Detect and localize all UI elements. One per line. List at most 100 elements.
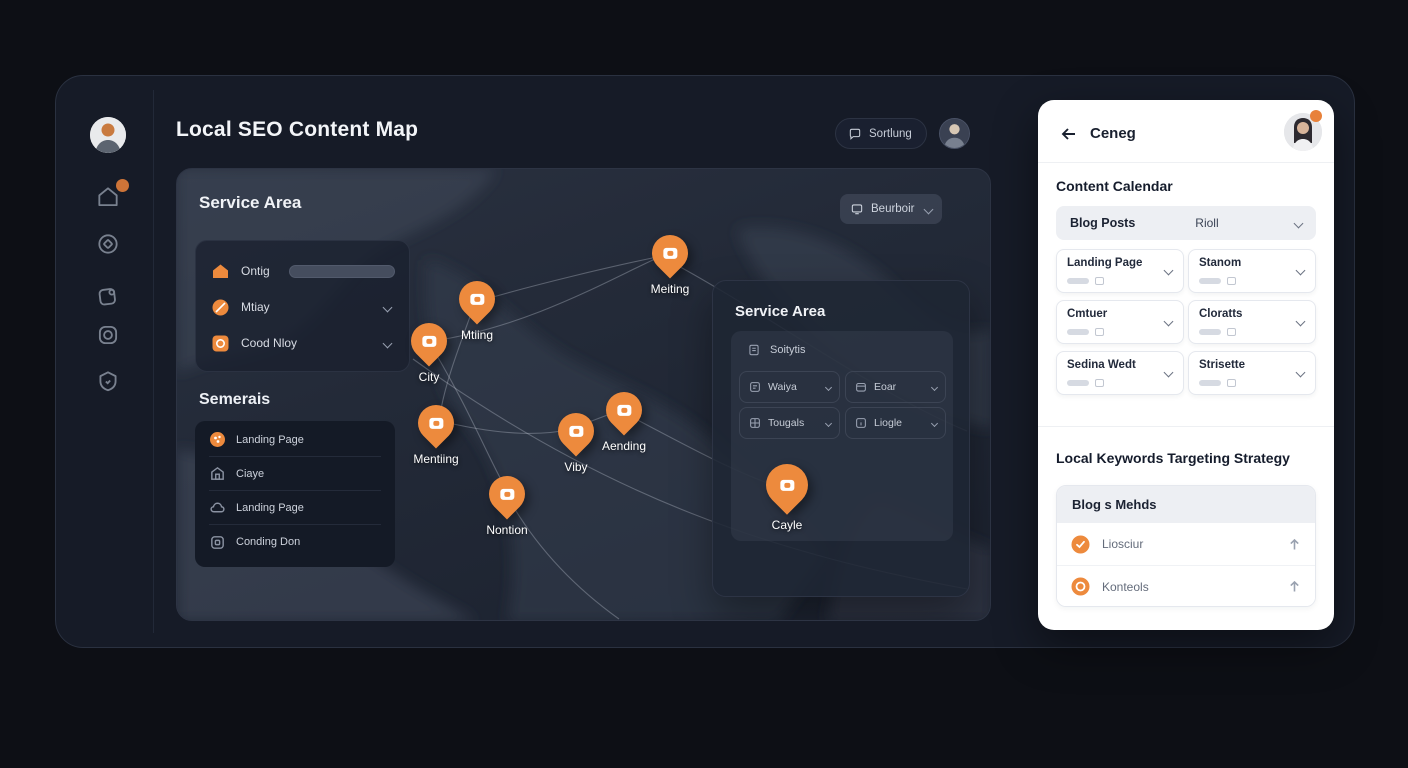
- calendar-card[interactable]: Cloratts: [1188, 300, 1316, 344]
- calendar-card[interactable]: Landing Page: [1056, 249, 1184, 293]
- building-icon: [747, 343, 761, 357]
- rail-divider: [153, 90, 154, 633]
- map-pin-mentiing[interactable]: Mentiing: [410, 397, 462, 466]
- notification-dot: [116, 179, 129, 192]
- service-dropdown-tougals[interactable]: Tougals: [739, 407, 840, 439]
- target-icon: [98, 234, 118, 254]
- meta-icon: [1227, 277, 1236, 285]
- sortlung-button-label: Sortlung: [869, 127, 912, 140]
- legend-row[interactable]: Mtiay: [210, 289, 395, 325]
- chevron-down-icon: [1295, 367, 1306, 378]
- calendar-card-meta: [1067, 277, 1104, 285]
- pie-icon: [210, 297, 231, 318]
- pin-glyph-icon: [663, 247, 677, 259]
- map-dropdown[interactable]: Beurboir: [840, 194, 942, 224]
- keyword-row[interactable]: Konteols: [1057, 565, 1315, 606]
- service-dropdown-liogle[interactable]: Liogle: [845, 407, 946, 439]
- sidebar-item-shield[interactable]: [95, 368, 121, 394]
- calendar-header-row[interactable]: Blog Posts Rioll: [1056, 206, 1316, 240]
- avatar[interactable]: [90, 117, 126, 153]
- keyword-row[interactable]: Liosciur: [1057, 523, 1315, 565]
- sidebar-item-camera[interactable]: [95, 322, 121, 348]
- pin-head: [451, 273, 503, 325]
- map-pin-city[interactable]: City: [403, 315, 455, 384]
- calendar-card-title: Cloratts: [1199, 308, 1243, 320]
- map-pin-cayle[interactable]: Cayle: [757, 455, 817, 532]
- pin-head: [550, 405, 602, 457]
- semerais-item[interactable]: Ciaye: [209, 457, 381, 491]
- home-outline-icon: [209, 465, 226, 482]
- meta-icon: [1095, 328, 1104, 336]
- service-dropdown-eoar[interactable]: Eoar: [845, 371, 946, 403]
- frame-icon: [209, 534, 226, 551]
- semerais-item[interactable]: Landing Page: [209, 423, 381, 457]
- chevron-down-icon: [1295, 265, 1306, 276]
- service-row[interactable]: Soitytis: [747, 343, 805, 357]
- sortlung-button[interactable]: Sortlung: [835, 118, 927, 149]
- calendar-card-meta: [1199, 379, 1236, 387]
- chat-icon: [849, 128, 861, 140]
- back-button[interactable]: [1060, 125, 1078, 143]
- service-area-card: Service Area Soitytis Waiya: [712, 280, 970, 597]
- calendar-card[interactable]: Strisette: [1188, 351, 1316, 395]
- chevron-down-icon: [824, 419, 833, 427]
- semerais-item[interactable]: Conding Don: [209, 525, 381, 559]
- legend-row[interactable]: Cood Nloy: [210, 325, 395, 361]
- semerais-item-label: Conding Don: [236, 536, 301, 548]
- sidebar-item-package[interactable]: [95, 283, 121, 309]
- chevron-down-icon: [382, 338, 393, 348]
- meta-pill: [1199, 278, 1221, 284]
- map-pin-viby[interactable]: Viby: [550, 405, 602, 474]
- semerais-item[interactable]: Landing Page: [209, 491, 381, 525]
- map-pin-aending[interactable]: Aending: [598, 384, 650, 453]
- calendar-card[interactable]: Stanom: [1188, 249, 1316, 293]
- map-pin-meiting[interactable]: Meiting: [644, 227, 696, 296]
- meta-pill: [1067, 380, 1089, 386]
- map-pin-nontion[interactable]: Nontion: [481, 468, 533, 537]
- legend-label: Ontig: [241, 264, 270, 278]
- meta-icon: [1227, 379, 1236, 387]
- service-dropdown-waiya[interactable]: Waiya: [739, 371, 840, 403]
- map-dropdown-label: Beurboir: [871, 203, 915, 215]
- sidebar-item-home[interactable]: [95, 184, 121, 210]
- legend-progress-pill[interactable]: [289, 264, 395, 278]
- keyword-label: Konteols: [1102, 579, 1149, 594]
- pin-label: Mtiing: [460, 328, 494, 342]
- header-avatar[interactable]: [939, 118, 970, 149]
- notification-dot: [1310, 110, 1322, 122]
- calendar-card[interactable]: Cmtuer: [1056, 300, 1184, 344]
- calendar-card[interactable]: Sedina Wedt: [1056, 351, 1184, 395]
- service-dropdown-label: Liogle: [874, 417, 903, 429]
- service-area-inner-card: Soitytis Waiya Eoar: [731, 331, 953, 541]
- meta-icon: [1095, 379, 1104, 387]
- service-dropdown-label: Eoar: [874, 381, 897, 393]
- pin-head: [410, 397, 462, 449]
- house-icon: [210, 261, 231, 282]
- semerais-item-label: Ciaye: [236, 467, 265, 480]
- pin-head: [757, 455, 817, 515]
- chevron-down-icon: [1295, 316, 1306, 327]
- content-calendar-heading: Content Calendar: [1056, 178, 1173, 194]
- home-icon: [98, 187, 118, 207]
- semerais-item-label: Landing Page: [236, 433, 304, 446]
- monitor-icon: [850, 202, 864, 216]
- target-circle-icon: [1071, 577, 1090, 596]
- arrow-up-icon[interactable]: [1288, 538, 1301, 551]
- service-dropdown-label: Waiya: [768, 381, 797, 393]
- legend-row[interactable]: Ontig: [210, 253, 395, 289]
- map-title: Service Area: [199, 193, 302, 212]
- meta-pill: [1067, 278, 1089, 284]
- meta-pill: [1067, 329, 1089, 335]
- map-pin-mtiing[interactable]: Mtiing: [451, 273, 503, 342]
- map-legend: Ontig Mtiay Cood Nloy: [195, 240, 410, 372]
- calendar-card-meta: [1067, 328, 1104, 336]
- calendar-card-title: Strisette: [1199, 359, 1246, 371]
- user-avatar-icon: [1284, 113, 1322, 151]
- sidebar-item-target[interactable]: [95, 231, 121, 257]
- side-panel: Ceneg Content Calendar Blog Posts Rioll …: [1038, 100, 1334, 630]
- pin-glyph-icon: [470, 293, 484, 305]
- calendar-header-left: Blog Posts: [1070, 216, 1136, 230]
- arrow-up-icon[interactable]: [1288, 580, 1301, 593]
- pin-head: [598, 384, 650, 436]
- chevron-down-icon: [930, 419, 939, 427]
